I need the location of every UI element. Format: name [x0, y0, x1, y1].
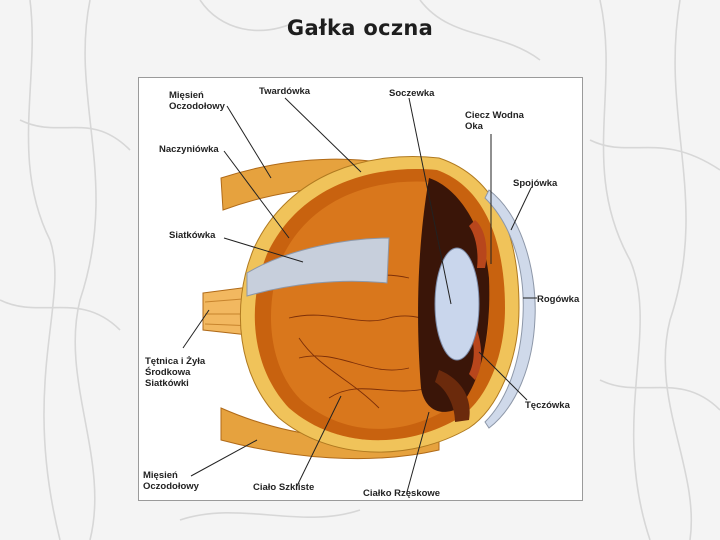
label-siatkowka: Siatkówka [169, 230, 215, 241]
label-spojowka: Spojówka [513, 178, 557, 189]
page-title: Gałka oczna [0, 16, 720, 40]
eyeball-illustration [139, 78, 584, 502]
eye-diagram: Mięsień Oczodołowy Twardówka Soczewka Ci… [138, 77, 583, 501]
label-ciecz-wodna: Ciecz Wodna Oka [465, 110, 524, 132]
lens-shape [435, 248, 479, 360]
label-rogowka: Rogówka [537, 294, 579, 305]
label-cialko-rzeskowe: Ciałko Rzęskowe [363, 488, 440, 499]
label-miesien-bottom: Mięsień Oczodołowy [143, 470, 199, 492]
label-tetnica: Tętnica i Żyła Środkowa Siatkówki [145, 356, 205, 389]
label-miesien-top: Mięsień Oczodołowy [169, 90, 225, 112]
label-teczowka: Tęczówka [525, 400, 570, 411]
label-soczewka: Soczewka [389, 88, 434, 99]
label-cialo-szkliste: Ciało Szkliste [253, 482, 314, 493]
label-twardowka: Twardówka [259, 86, 310, 97]
label-naczyniowka: Naczyniówka [159, 144, 219, 155]
